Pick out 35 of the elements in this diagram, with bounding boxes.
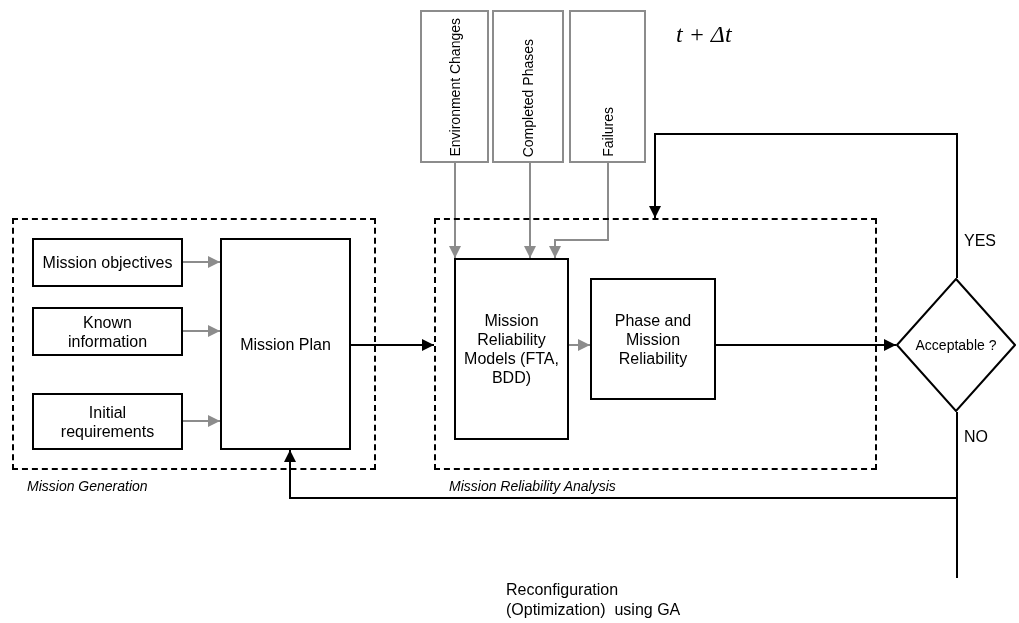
edge-label: YES [964,232,996,250]
arrow [549,162,609,259]
input-label: Failures [599,107,616,157]
arrow [182,256,221,268]
process-box [590,278,716,400]
decision-label: Acceptable ? [915,337,997,353]
process-label: Known information [66,312,149,351]
arrow [350,339,435,351]
arrow [524,162,536,259]
time-step-label: t + Δt [676,20,732,48]
input-box [569,10,646,163]
arrow [715,339,897,351]
process-box [32,307,183,356]
input-box [492,10,564,163]
edge-label: NO [964,428,988,446]
process-label: Initial requirements [59,402,156,441]
arrow [568,339,591,351]
group-title: Mission Generation [27,478,148,494]
process-label: Phase and Mission Reliability [613,310,693,368]
arrow [649,133,958,279]
arrow [182,325,221,337]
process-label: Mission Reliability Models (FTA, BDD) [464,311,559,387]
process-box [32,393,183,450]
group-title: Mission Reliability Analysis [449,478,616,494]
process-label: Mission objectives [42,253,173,272]
input-box [420,10,489,163]
input-label: Environment Changes [446,18,463,157]
process-box [32,238,183,287]
process-label: Mission Plan [240,334,331,354]
arrow [449,162,461,259]
process-box [454,258,569,440]
note-text: Reconfiguration (Optimization) using GA [506,580,682,620]
input-label: Completed Phases [520,38,536,157]
arrow [182,415,221,427]
process-box [220,238,351,450]
